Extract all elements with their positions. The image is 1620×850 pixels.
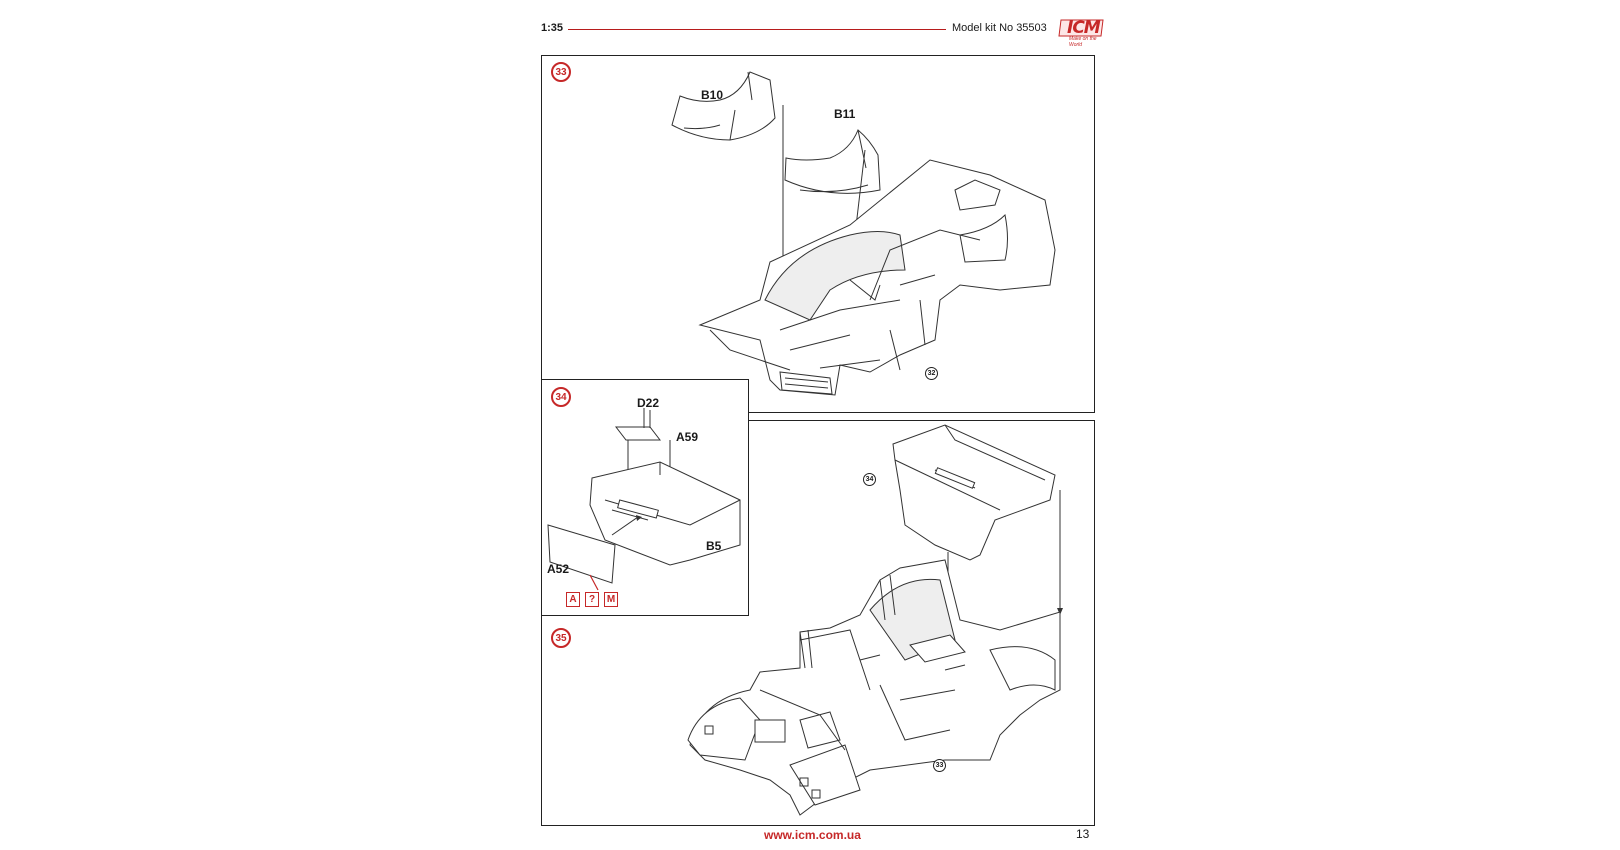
paint-code-unknown: ? — [585, 592, 599, 607]
part-label-b5: B5 — [706, 539, 722, 553]
page-number: 13 — [1076, 827, 1090, 841]
icm-logo: ICM Make on the World — [1057, 16, 1107, 48]
footer-url: www.icm.com.ua — [764, 828, 861, 842]
scale-label: 1:35 — [541, 22, 564, 34]
paint-code-a: A — [566, 592, 580, 607]
logo-text: ICM — [1067, 18, 1101, 38]
kit-number-label: Model kit No 35503 — [952, 22, 1047, 34]
reference-step-32: 32 — [925, 367, 938, 380]
part-label-b10: B10 — [701, 88, 724, 102]
reference-step-33: 33 — [933, 759, 946, 772]
logo-tagline: Make on the World — [1069, 36, 1097, 48]
step-33-drawing — [671, 71, 1056, 396]
step-35-badge: 35 — [551, 628, 571, 648]
step-34-badge: 34 — [551, 387, 571, 407]
paint-code-m: M — [604, 592, 618, 607]
part-label-d22: D22 — [637, 396, 660, 410]
part-label-a59: A59 — [676, 430, 699, 444]
part-label-b11: B11 — [834, 107, 856, 121]
part-label-a52: A52 — [547, 562, 570, 576]
step-33-badge: 33 — [551, 62, 571, 82]
step-35-drawing — [687, 424, 1063, 816]
step-34-drawing — [547, 408, 741, 591]
header-rule — [568, 29, 946, 30]
reference-step-34: 34 — [863, 473, 876, 486]
